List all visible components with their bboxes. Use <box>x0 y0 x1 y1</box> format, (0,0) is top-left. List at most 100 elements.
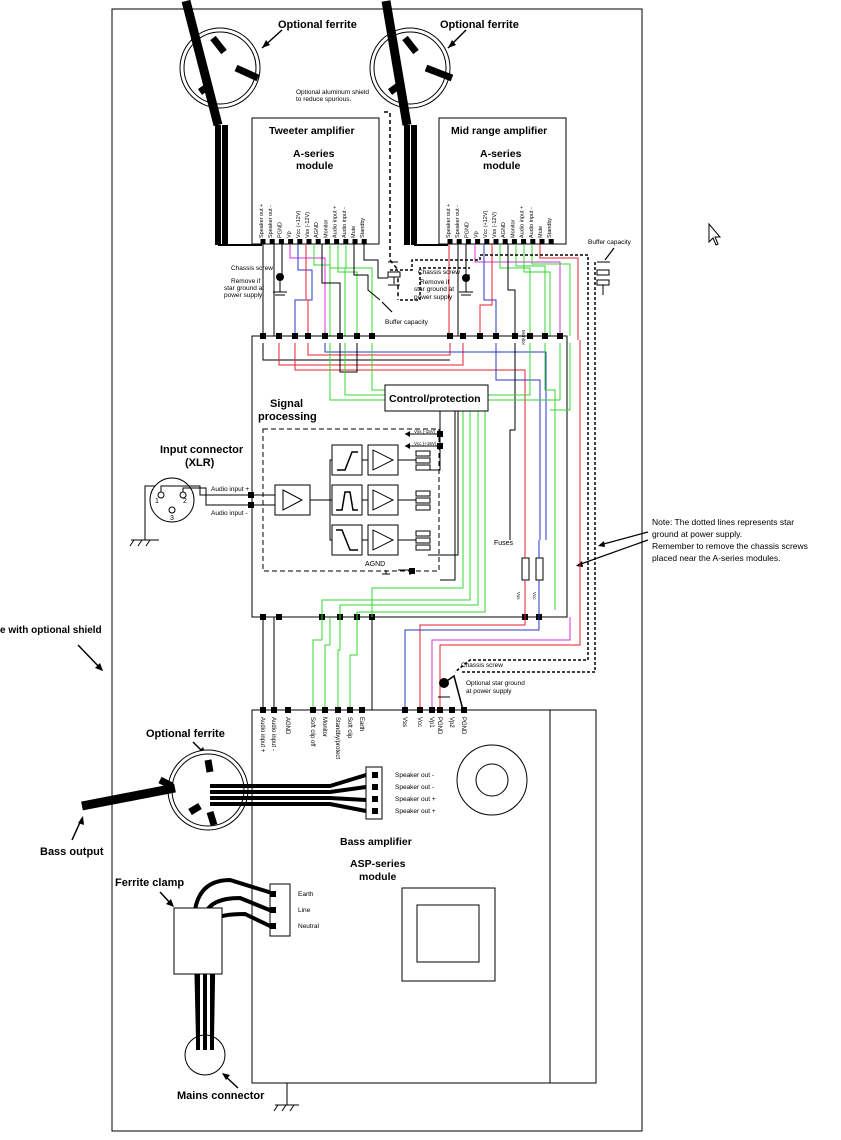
asp-pin <box>285 707 291 713</box>
label-vcc-side: Vcc <box>532 592 537 600</box>
input-buffer-box <box>274 484 311 516</box>
mains-pin-label: Earth <box>298 891 314 898</box>
label-optional-ferrite-1: Optional ferrite <box>278 19 357 31</box>
mid-pin-label: Speaker out - <box>455 205 461 238</box>
sp-top-connector <box>477 333 483 339</box>
sp-top-connector <box>292 333 298 339</box>
asp-module-box <box>251 709 597 1084</box>
mouse-cursor-icon <box>708 222 722 246</box>
mid-module-line2: module <box>483 160 520 172</box>
asp-heatsink-outer <box>401 887 496 982</box>
tweeter-pin <box>278 239 284 244</box>
mid-pin <box>456 239 462 244</box>
tweeter-pin-label: Speaker out + <box>259 204 265 238</box>
label-fuses: Fuses <box>494 540 514 547</box>
label-input-connector-2: (XLR) <box>185 457 215 469</box>
asp-wires <box>262 340 581 710</box>
tweeter-pin-label: Audio input + <box>333 206 339 238</box>
label-input-connector-1: Input connector <box>160 444 244 456</box>
tweeter-pin <box>297 239 303 244</box>
asp-power-pin-label: PGND <box>436 717 442 735</box>
arrow-head <box>262 40 270 48</box>
tweeter-pin-label: Mute <box>351 226 357 238</box>
ferrite-mid <box>369 0 454 246</box>
note-line-3: Remember to remove the chassis screws <box>652 541 808 551</box>
sp-top-connector <box>260 333 266 339</box>
label-mains-connector: Mains connector <box>177 1090 265 1102</box>
xlr-connector: 1 2 3 <box>149 477 195 523</box>
asp-power-pin <box>417 707 423 713</box>
label-enclosure-shield: e with optional shield <box>0 625 102 636</box>
tweeter-pin <box>324 239 330 244</box>
asp-power-pin-label: Vp2 <box>448 717 454 728</box>
tweeter-pin-label: Vp <box>287 231 293 238</box>
label-remove-star-1a: Remove if <box>231 278 260 285</box>
asp-power-pin <box>461 707 467 713</box>
buffer-cap-1 <box>387 261 401 286</box>
label-aluminum-shield-1: Optional aluminum shield <box>296 89 369 96</box>
tweeter-pin <box>361 239 367 244</box>
chassis-screw-1 <box>276 273 284 281</box>
sp-top-connector <box>369 333 375 339</box>
filter-section-box <box>262 428 440 572</box>
asp-pin-label: Soft clip off <box>309 717 315 747</box>
asp-pin-label: Monitor <box>321 717 327 737</box>
filter-lowpass <box>331 524 363 556</box>
note-line-1: Note: The dotted lines represents star <box>652 517 794 527</box>
mid-pin-label: Vcc (+12V) <box>483 210 489 238</box>
asp-pin-label: Audio input + <box>259 717 265 753</box>
tweeter-pin-label: AGND <box>314 222 320 238</box>
tweeter-pin-label: PGND <box>277 222 283 238</box>
asp-pin <box>260 707 266 713</box>
mid-pin-label: Audio input - <box>529 207 535 238</box>
mid-pin-label: Speaker out + <box>446 204 452 238</box>
tweeter-pin-label: Vcc (+12V) <box>296 210 302 238</box>
label-monitor-side: Monitor <box>521 330 526 346</box>
tweeter-module-line2: module <box>296 160 333 172</box>
aluminum-shield-line <box>384 111 399 300</box>
sp-top-connector <box>322 333 328 339</box>
label-asp-module-2: module <box>359 871 396 883</box>
mid-pin <box>475 239 481 244</box>
mid-pin-label: Audio input + <box>520 206 526 238</box>
sp-top-connector <box>447 333 453 339</box>
label-remove-star-2b: star ground at <box>414 286 454 293</box>
asp-power-pin-label: Vp1 <box>428 717 434 728</box>
mid-pin-label: Vp <box>474 231 480 238</box>
mid-pin <box>484 239 490 244</box>
speaker-out-label: Speaker out + <box>395 796 436 803</box>
mid-pin <box>530 239 536 244</box>
tweeter-pin <box>352 239 358 244</box>
filter-highpass <box>331 444 363 476</box>
mains-pin <box>270 923 276 929</box>
ferrite-tweeter <box>179 0 262 246</box>
asp-pin-label: Audio input - <box>270 717 276 751</box>
label-audio-input-plus: Audio input + <box>211 486 249 493</box>
sp-top-connector <box>305 333 311 339</box>
label-vss: Vss (-15V) <box>414 429 436 434</box>
xlr-pin-1: 1 <box>155 498 159 505</box>
label-control-protection: Control/protection <box>389 393 481 405</box>
asp-pin-label: Earth <box>358 717 364 731</box>
mid-pin <box>493 239 499 244</box>
label-remove-star-1b: star ground at <box>224 285 264 292</box>
label-optional-star-1: Optional star ground <box>466 680 525 687</box>
fuse-1 <box>521 557 530 581</box>
ferrite-clamp <box>173 907 223 975</box>
asp-pin <box>322 707 328 713</box>
label-chassis-screw-2: Chassis screw <box>418 269 460 276</box>
label-vcc: Vcc (+15V) <box>414 441 437 446</box>
mains-pin-label: Line <box>298 907 311 914</box>
mid-module-line1: A-series <box>480 148 522 160</box>
note-line-4: placed near the A-series modules. <box>652 553 781 563</box>
mains-pin <box>270 891 276 897</box>
label-asp-module-1: ASP-series <box>350 858 406 870</box>
label-chassis-screw-3: Chassis screw <box>461 662 503 669</box>
buffer-cap-2 <box>596 261 610 295</box>
ferrite-bass <box>81 749 367 831</box>
tweeter-pin <box>269 239 275 244</box>
asp-pin-label: AGND <box>284 717 290 735</box>
tweeter-pin-label: Audio input - <box>342 207 348 238</box>
label-remove-star-2c: power supply <box>414 294 453 301</box>
